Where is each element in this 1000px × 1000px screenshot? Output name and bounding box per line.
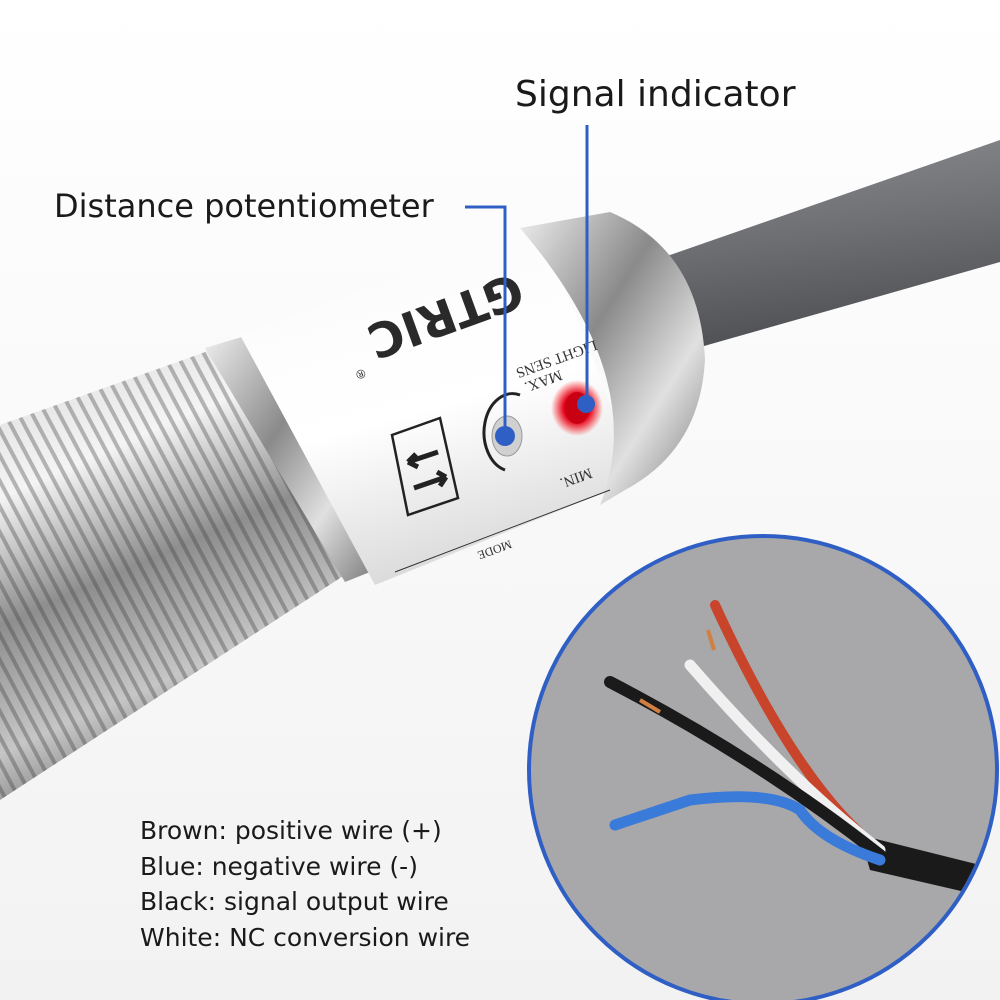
wire-legend: Brown: positive wire (+) Blue: negative … bbox=[140, 813, 470, 955]
registered-mark: ® bbox=[353, 365, 369, 382]
end-cap bbox=[520, 212, 705, 505]
wire-inset bbox=[527, 534, 999, 1000]
signal-led bbox=[551, 380, 603, 436]
mode-arrows-icon bbox=[390, 416, 460, 517]
threaded-barrel bbox=[0, 345, 360, 800]
legend-white: White: NC conversion wire bbox=[140, 922, 471, 952]
sensor-cable bbox=[650, 140, 1000, 350]
legend-blue: Blue: negative wire (-) bbox=[140, 851, 418, 881]
signal-indicator-callout: Signal indicator bbox=[515, 74, 796, 115]
potentiometer-leader-line bbox=[465, 205, 507, 436]
distance-potentiometer-callout: Distance potentiometer bbox=[54, 187, 434, 225]
legend-black: Black: signal output wire bbox=[140, 887, 449, 916]
chrome-ring bbox=[205, 336, 380, 582]
label-divider bbox=[394, 489, 611, 573]
legend-brown: Brown: positive wire (+) bbox=[140, 816, 442, 845]
white-housing bbox=[240, 225, 640, 585]
